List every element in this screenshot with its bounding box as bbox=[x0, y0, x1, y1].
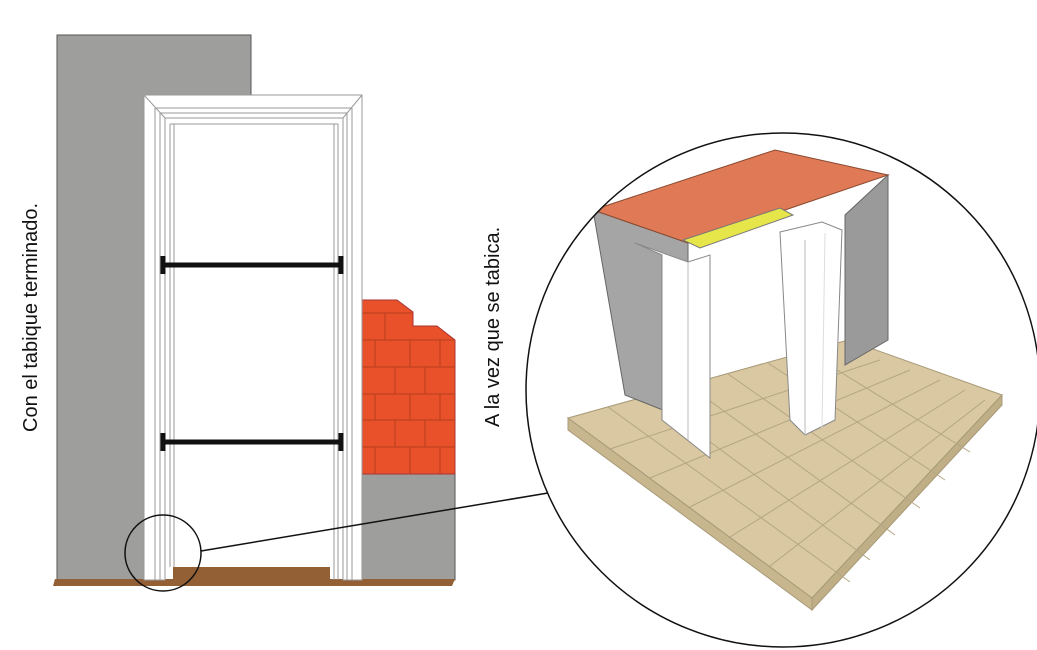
door-frame bbox=[143, 94, 363, 581]
detail-view bbox=[566, 149, 1003, 612]
brace-top bbox=[160, 256, 344, 274]
level-marker bbox=[681, 207, 795, 249]
detail-marker-circle bbox=[124, 514, 202, 592]
brick-wall bbox=[359, 299, 456, 475]
floor bbox=[53, 579, 455, 586]
threshold bbox=[173, 567, 330, 580]
label-while-building: A la vez que se tabica. bbox=[482, 226, 504, 427]
right-wall-lower bbox=[359, 473, 456, 581]
top-panel bbox=[591, 149, 890, 244]
label-finished-wall: Con el tabique terminado. bbox=[20, 202, 42, 432]
callout-line bbox=[200, 492, 549, 552]
detail-circle bbox=[525, 132, 1037, 648]
brace-bottom bbox=[160, 433, 344, 451]
frame-post-right bbox=[779, 221, 843, 436]
